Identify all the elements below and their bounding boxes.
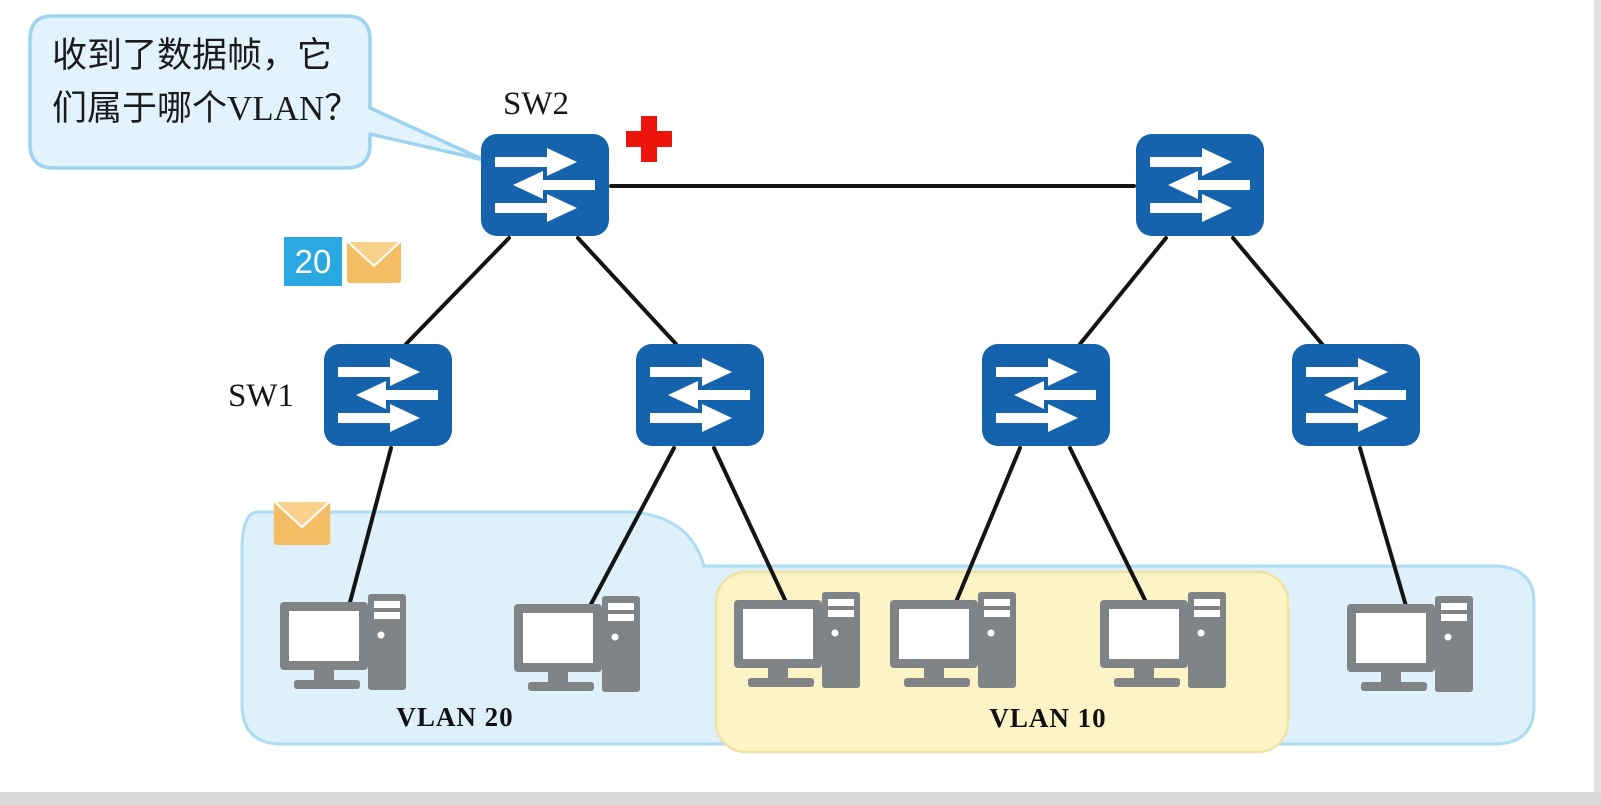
label-sw1: SW1 — [228, 378, 294, 414]
switch-top-right — [1134, 132, 1266, 238]
link-mid3-pc5 — [1068, 446, 1148, 604]
link-mid3-pc4 — [954, 446, 1022, 604]
link-sw2-sw1 — [404, 236, 511, 346]
envelope-icon — [272, 500, 332, 546]
link-sw1-pc1 — [347, 446, 393, 608]
vlan20-label: VLAN 20 — [396, 702, 514, 732]
link-top-right-switch-mid-4 — [1231, 236, 1324, 346]
link-mid2-pc3 — [712, 446, 788, 604]
link-sw2-switch-mid-2 — [576, 236, 678, 346]
pc-icon — [1100, 592, 1226, 688]
pc-icon — [734, 592, 860, 688]
switch-mid-4 — [1290, 342, 1422, 448]
envelope-icon — [346, 240, 402, 284]
switch-icon — [324, 344, 452, 446]
envelope-shape — [346, 240, 402, 283]
switch-icon — [1136, 134, 1264, 236]
speech-bubble — [28, 14, 486, 170]
speech-bubble-text: 收到了数据帧，它 们属于哪个VLAN？ — [52, 30, 372, 135]
pc-3 — [732, 586, 867, 701]
pc-icon — [280, 594, 406, 690]
switch-sw2 — [479, 132, 611, 238]
red-plus-icon — [622, 112, 676, 166]
pc-5 — [1098, 586, 1233, 701]
envelope-shape — [272, 500, 332, 545]
switch-mid-2 — [634, 342, 766, 448]
switch-sw1 — [322, 342, 454, 448]
pc-icon — [890, 592, 1016, 688]
switch-icon — [1292, 344, 1420, 446]
vlan10-label: VLAN 10 — [989, 703, 1107, 733]
pc-6 — [1345, 590, 1480, 705]
speech-bubble-line-2: 们属于哪个VLAN？ — [52, 88, 360, 128]
screen-bottom-edge — [0, 792, 1601, 805]
pc-1 — [278, 588, 413, 703]
link-mid2-pc2 — [588, 446, 676, 608]
pc-icon — [1347, 596, 1473, 692]
vlan-20-tag: 20 — [284, 237, 342, 286]
pc-4 — [888, 586, 1023, 701]
pc-icon — [514, 596, 640, 692]
label-sw2: SW2 — [503, 86, 569, 122]
speech-bubble-line-1: 收到了数据帧，它 — [52, 36, 333, 75]
pc-2 — [512, 590, 647, 705]
link-top-right-switch-mid-3 — [1078, 236, 1168, 346]
screen-right-edge — [1594, 0, 1601, 805]
switch-mid-3 — [980, 342, 1112, 448]
switch-icon — [481, 134, 609, 236]
switch-icon — [982, 344, 1110, 446]
red-plus-shape — [626, 116, 672, 162]
switch-icon — [636, 344, 764, 446]
link-mid4-pc6 — [1358, 446, 1408, 608]
